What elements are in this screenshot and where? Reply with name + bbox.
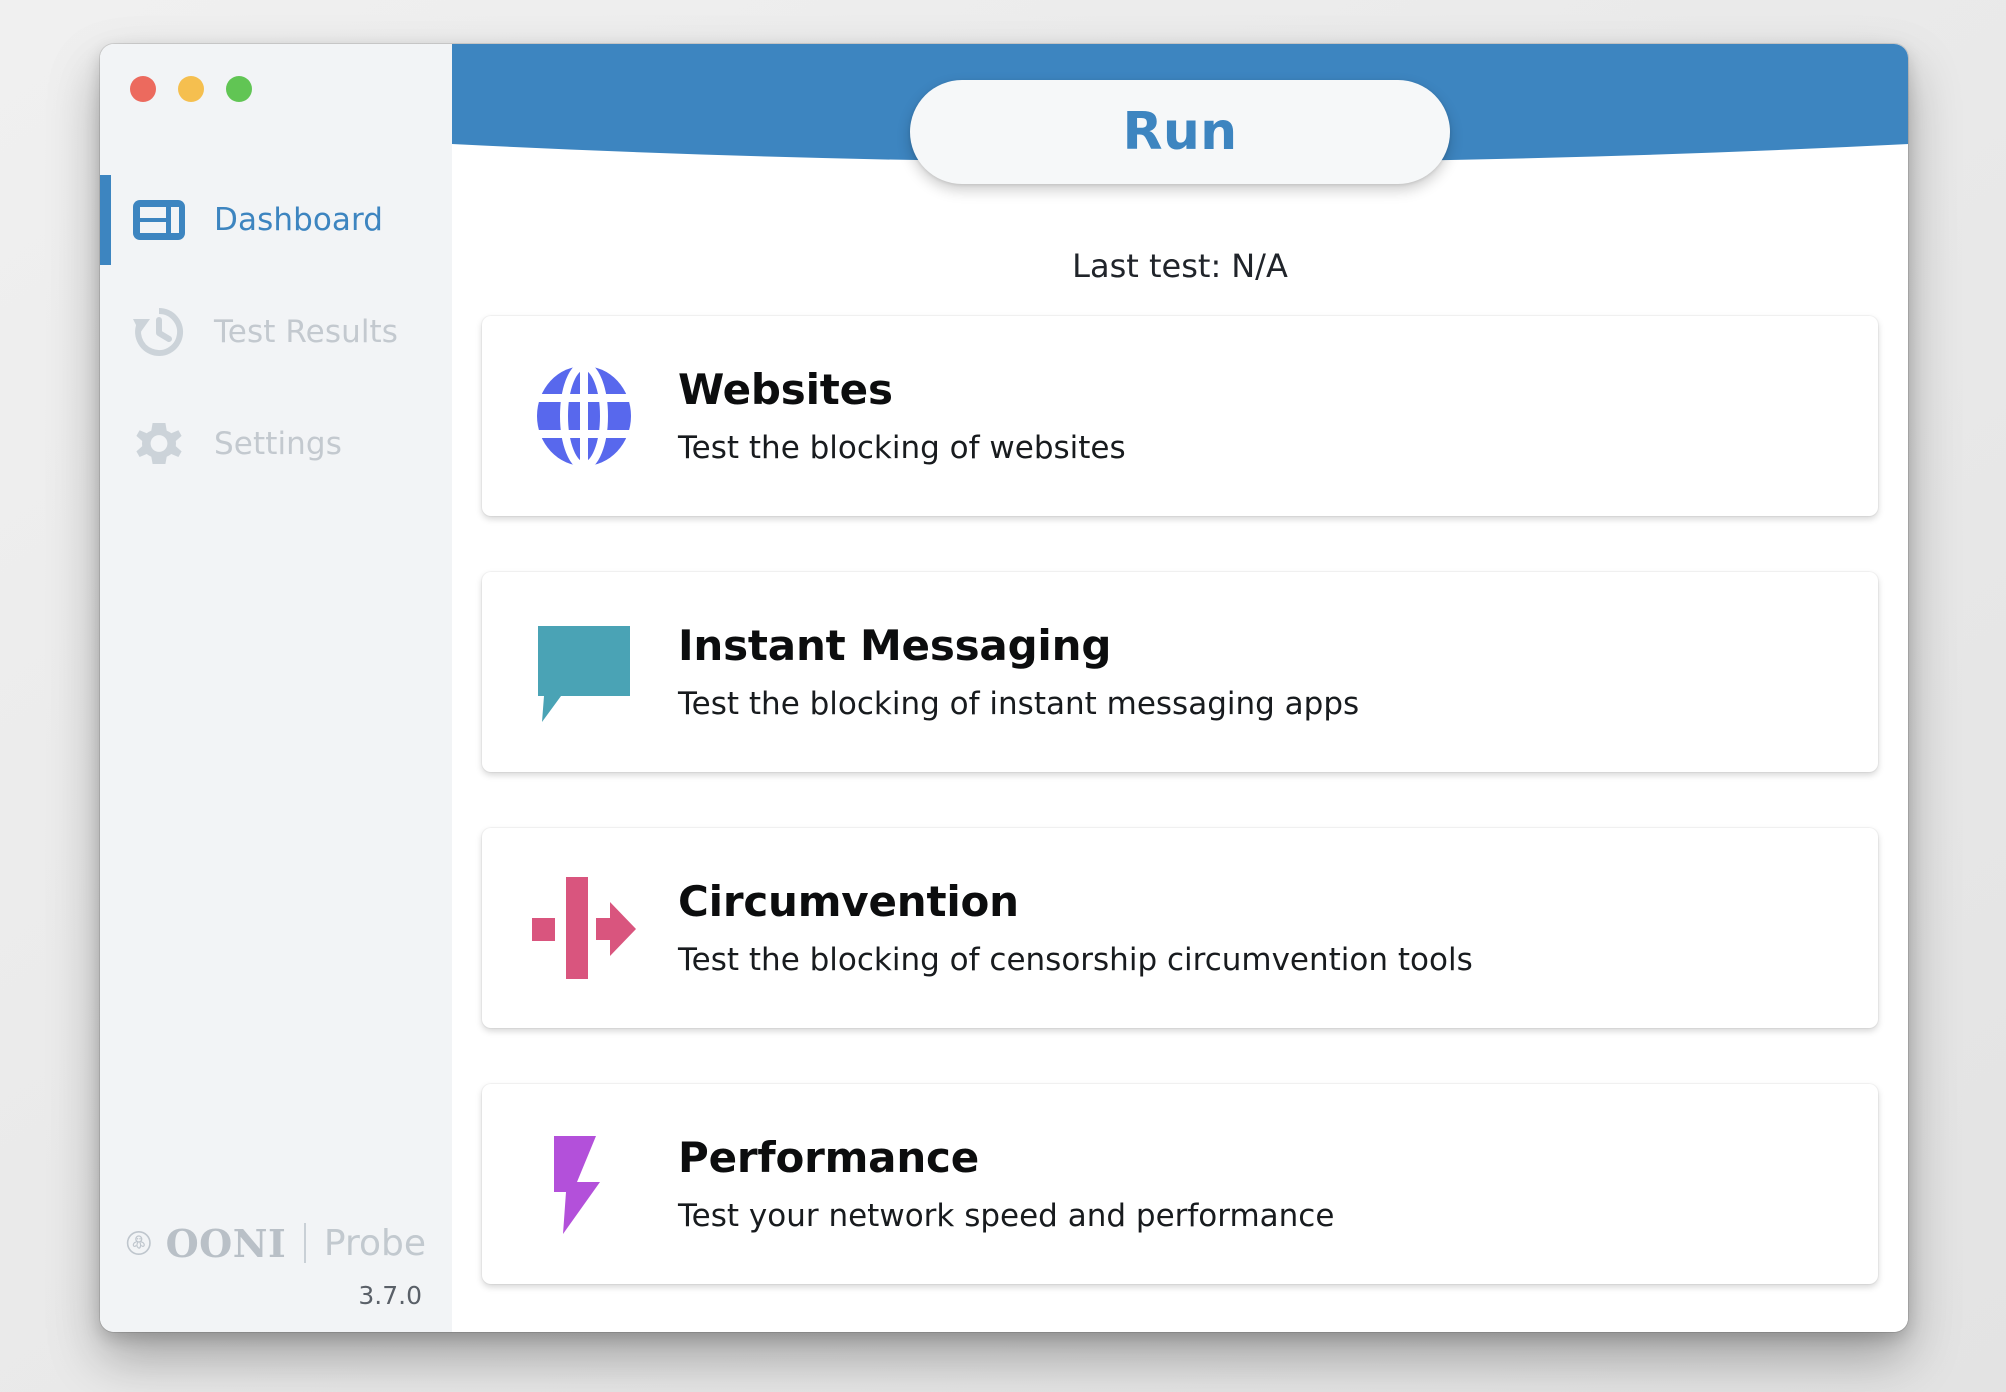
ooni-octopus-logo-icon (126, 1231, 151, 1255)
globe-icon (518, 362, 650, 470)
window-controls (100, 44, 452, 136)
last-test-value: N/A (1231, 247, 1288, 285)
sidebar-item-dashboard[interactable]: Dashboard (100, 164, 452, 276)
dashboard-icon (130, 191, 188, 249)
app-window: Dashboard Test Results (100, 44, 1908, 1332)
ooni-probe-logo: OONI Probe (126, 1219, 426, 1267)
sidebar: Dashboard Test Results (100, 44, 452, 1332)
sidebar-item-test-results[interactable]: Test Results (100, 276, 452, 388)
sidebar-item-label: Settings (214, 426, 342, 462)
probe-wordmark: Probe (323, 1222, 426, 1264)
card-text: Websites Test the blocking of websites (650, 366, 1126, 465)
card-title: Circumvention (678, 877, 1019, 927)
card-title: Performance (678, 1133, 980, 1183)
zoom-button[interactable] (226, 76, 252, 102)
app-version: 3.7.0 (358, 1281, 422, 1310)
circumvention-arrow-icon (518, 874, 650, 982)
test-card-circumvention[interactable]: Circumvention Test the blocking of censo… (482, 828, 1878, 1028)
test-card-instant-messaging[interactable]: Instant Messaging Test the blocking of i… (482, 572, 1878, 772)
card-text: Circumvention Test the blocking of censo… (650, 878, 1473, 977)
sidebar-item-label: Test Results (214, 314, 399, 350)
run-button[interactable]: Run (910, 80, 1450, 184)
card-title: Instant Messaging (678, 621, 1112, 671)
card-text: Instant Messaging Test the blocking of i… (650, 622, 1359, 721)
card-text: Performance Test your network speed and … (650, 1134, 1334, 1233)
test-card-performance[interactable]: Performance Test your network speed and … (482, 1084, 1878, 1284)
card-title: Websites (678, 365, 893, 415)
brand-divider (304, 1223, 306, 1263)
sidebar-nav: Dashboard Test Results (100, 164, 452, 500)
card-description: Test the blocking of instant messaging a… (678, 686, 1360, 723)
minimize-button[interactable] (178, 76, 204, 102)
close-button[interactable] (130, 76, 156, 102)
main-content: Run Last test:N/A (452, 44, 1908, 1332)
run-button-label: Run (1122, 102, 1238, 162)
sidebar-item-label: Dashboard (214, 202, 384, 238)
last-test-label: Last test: (1072, 247, 1222, 285)
ooni-wordmark: OONI (165, 1220, 287, 1266)
test-card-websites[interactable]: Websites Test the blocking of websites (482, 316, 1878, 516)
gear-icon (130, 415, 188, 473)
card-description: Test the blocking of censorship circumve… (678, 942, 1473, 979)
test-card-list: Websites Test the blocking of websites I… (482, 316, 1878, 1284)
last-test-status: Last test:N/A (452, 247, 1908, 285)
lightning-bolt-icon (518, 1130, 650, 1238)
speech-bubble-icon (518, 618, 650, 726)
history-clock-icon (130, 303, 188, 361)
card-description: Test your network speed and performance (678, 1198, 1335, 1235)
card-description: Test the blocking of websites (678, 430, 1126, 467)
sidebar-item-settings[interactable]: Settings (100, 388, 452, 500)
sidebar-footer: OONI Probe 3.7.0 (100, 1219, 452, 1332)
